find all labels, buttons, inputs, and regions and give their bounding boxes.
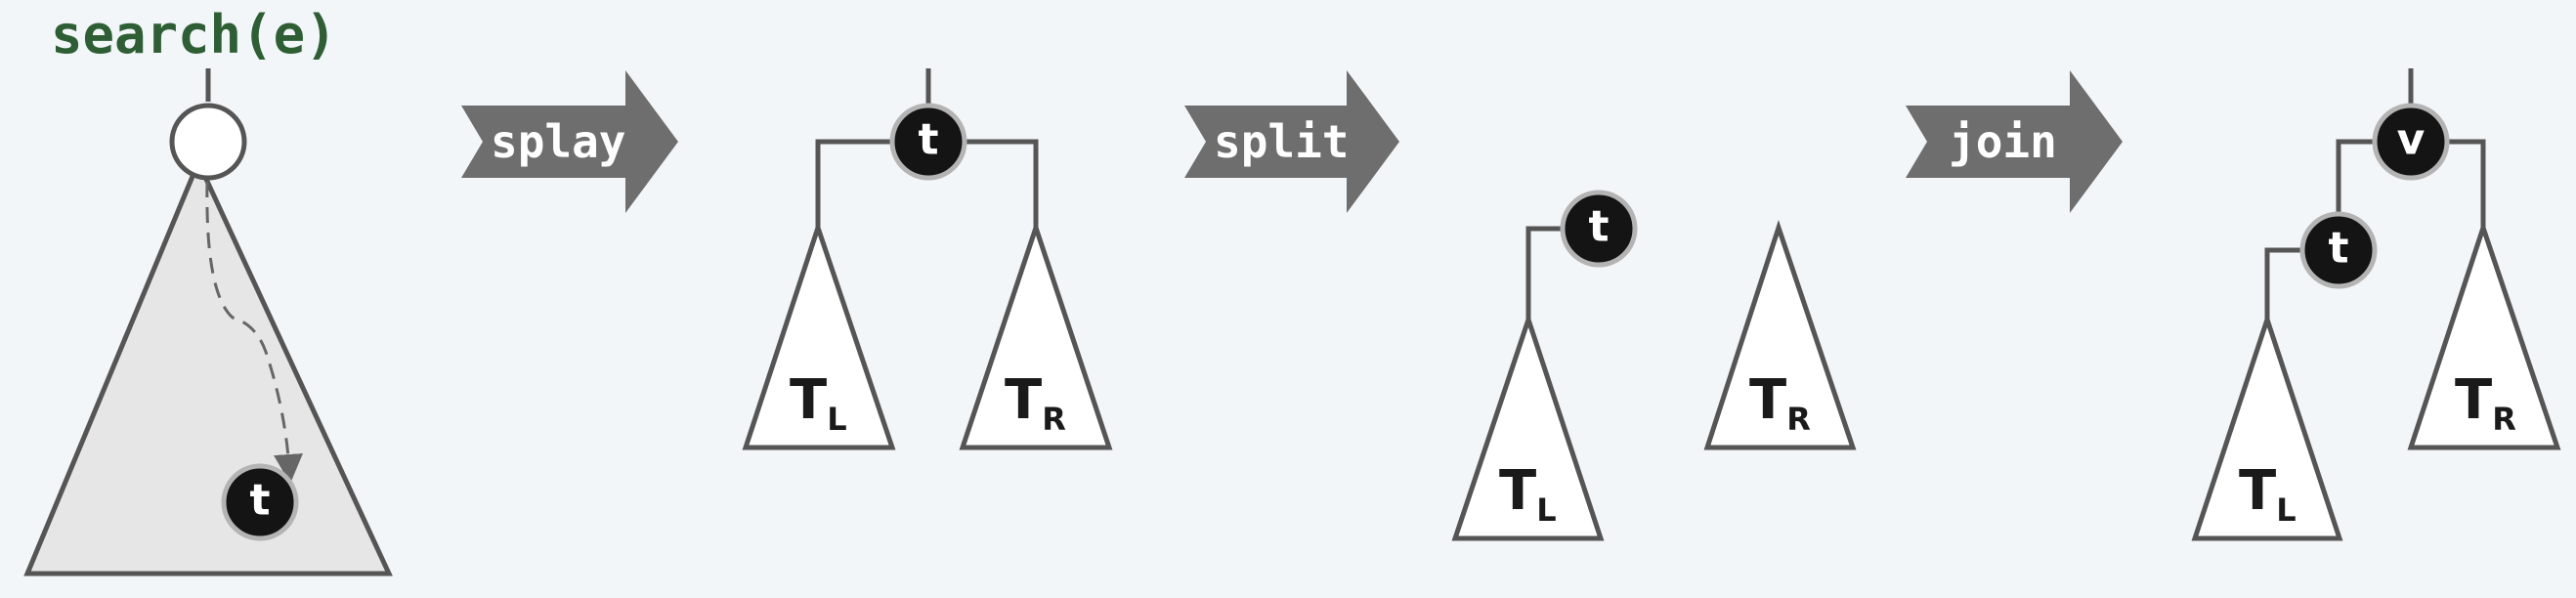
- splayed-left-edge: [815, 139, 891, 228]
- split-label: split: [1214, 115, 1349, 168]
- root-node: [169, 103, 247, 181]
- joined-root-node-v: v: [2372, 103, 2450, 181]
- stage-search: search(e) t: [23, 4, 393, 577]
- joined-right-edge: [2448, 139, 2486, 228]
- tl-main-split: T: [1499, 459, 1536, 523]
- split-left-edge: [1525, 226, 1567, 320]
- subtree-tr-split: TR: [1703, 220, 1857, 450]
- subtree-tl-joined: TL: [2191, 312, 2343, 541]
- svg-text:TR: TR: [1749, 368, 1811, 438]
- splay-label: splay: [491, 115, 625, 168]
- join-label: join: [1949, 115, 2057, 168]
- tr-main-joined: T: [2455, 368, 2492, 432]
- joined-t-label: t: [2328, 224, 2348, 274]
- split-node-label: t: [1588, 202, 1609, 252]
- subtree-tl-split: TL: [1451, 312, 1605, 541]
- stage-splayed: TL TR t: [742, 68, 1113, 450]
- svg-text:TR: TR: [1005, 368, 1066, 438]
- svg-text:TL: TL: [2239, 459, 2297, 529]
- tl-sub-joined: L: [2276, 491, 2296, 529]
- tr-sub-joined: R: [2492, 401, 2516, 438]
- search-title: search(e): [51, 4, 337, 65]
- subtree-tr-splayed: TR: [959, 220, 1113, 450]
- full-tree-triangle: [23, 155, 393, 577]
- tr-main-split: T: [1749, 368, 1786, 432]
- svg-text:TL: TL: [790, 368, 847, 438]
- subtree-tl-splayed: TL: [742, 220, 896, 450]
- split-node-t: t: [1560, 190, 1638, 268]
- tl-main-joined: T: [2239, 459, 2276, 523]
- svg-text:TL: TL: [1499, 459, 1557, 529]
- splayed-right-edge: [966, 139, 1039, 228]
- tl-main: T: [790, 368, 827, 432]
- stage-split: TL t TR: [1451, 190, 1857, 541]
- joined-t-left-edge: [2264, 247, 2302, 320]
- subtree-tr-joined: TR: [2407, 220, 2561, 450]
- tr-sub-split: R: [1786, 401, 1811, 438]
- tr-main: T: [1005, 368, 1042, 432]
- splay-arrow: splay: [461, 70, 678, 213]
- target-node-t: t: [221, 463, 299, 541]
- svg-text:TR: TR: [2455, 368, 2516, 438]
- split-arrow: split: [1184, 70, 1399, 213]
- tl-sub: L: [827, 401, 846, 438]
- splayed-root-node-t: t: [889, 103, 967, 181]
- join-arrow: join: [1906, 70, 2123, 213]
- tr-sub: R: [1042, 401, 1066, 438]
- tl-sub-split: L: [1536, 491, 1556, 529]
- stage-joined: TL TR t v: [2191, 68, 2561, 541]
- joined-v-label: v: [2397, 115, 2426, 165]
- splayed-root-label: t: [918, 115, 938, 165]
- joined-node-t: t: [2299, 211, 2378, 289]
- joined-left-edge: [2336, 139, 2375, 217]
- target-node-label: t: [249, 476, 270, 526]
- search-path-arrow: [205, 181, 303, 484]
